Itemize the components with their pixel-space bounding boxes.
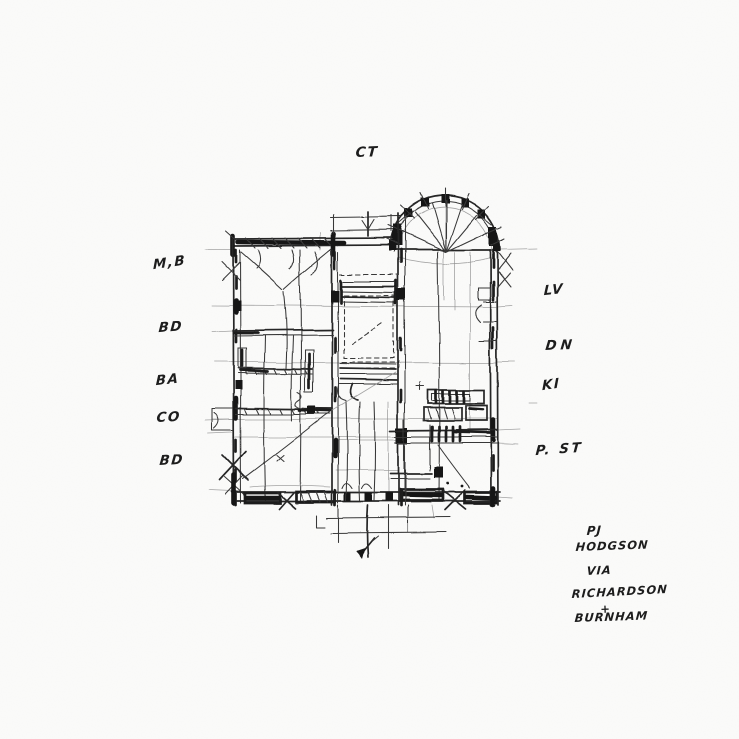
label-pantry-stair: P. ST [535, 439, 584, 460]
label-living-room: LV [543, 280, 565, 300]
label-bathroom: BA [155, 370, 180, 390]
label-stair-down: DN [544, 336, 577, 355]
label-closet: CO [155, 408, 182, 427]
label-bedroom-upper: BD [158, 318, 184, 337]
porch-steps [315, 504, 451, 559]
label-courtyard: CT [354, 144, 379, 162]
pantry-partitions [389, 419, 498, 491]
entry-arrow [356, 535, 379, 559]
bottom-wall [231, 472, 501, 511]
attribution-initials: PJ [586, 523, 603, 539]
bedroom-partitions [232, 248, 397, 488]
columned-bay [384, 187, 506, 255]
attribution-name: HODGSON [575, 537, 650, 555]
staircase [336, 273, 399, 501]
upper-landing-outline [329, 211, 401, 237]
kitchen-fixtures [415, 381, 488, 422]
attribution-via: VIA [586, 562, 613, 579]
attribution-burnham: BURNHAM [574, 608, 649, 626]
label-bedroom-lower: BD [158, 451, 185, 470]
label-kitchen: KI [542, 375, 561, 395]
stair-hall-walls [331, 213, 408, 507]
